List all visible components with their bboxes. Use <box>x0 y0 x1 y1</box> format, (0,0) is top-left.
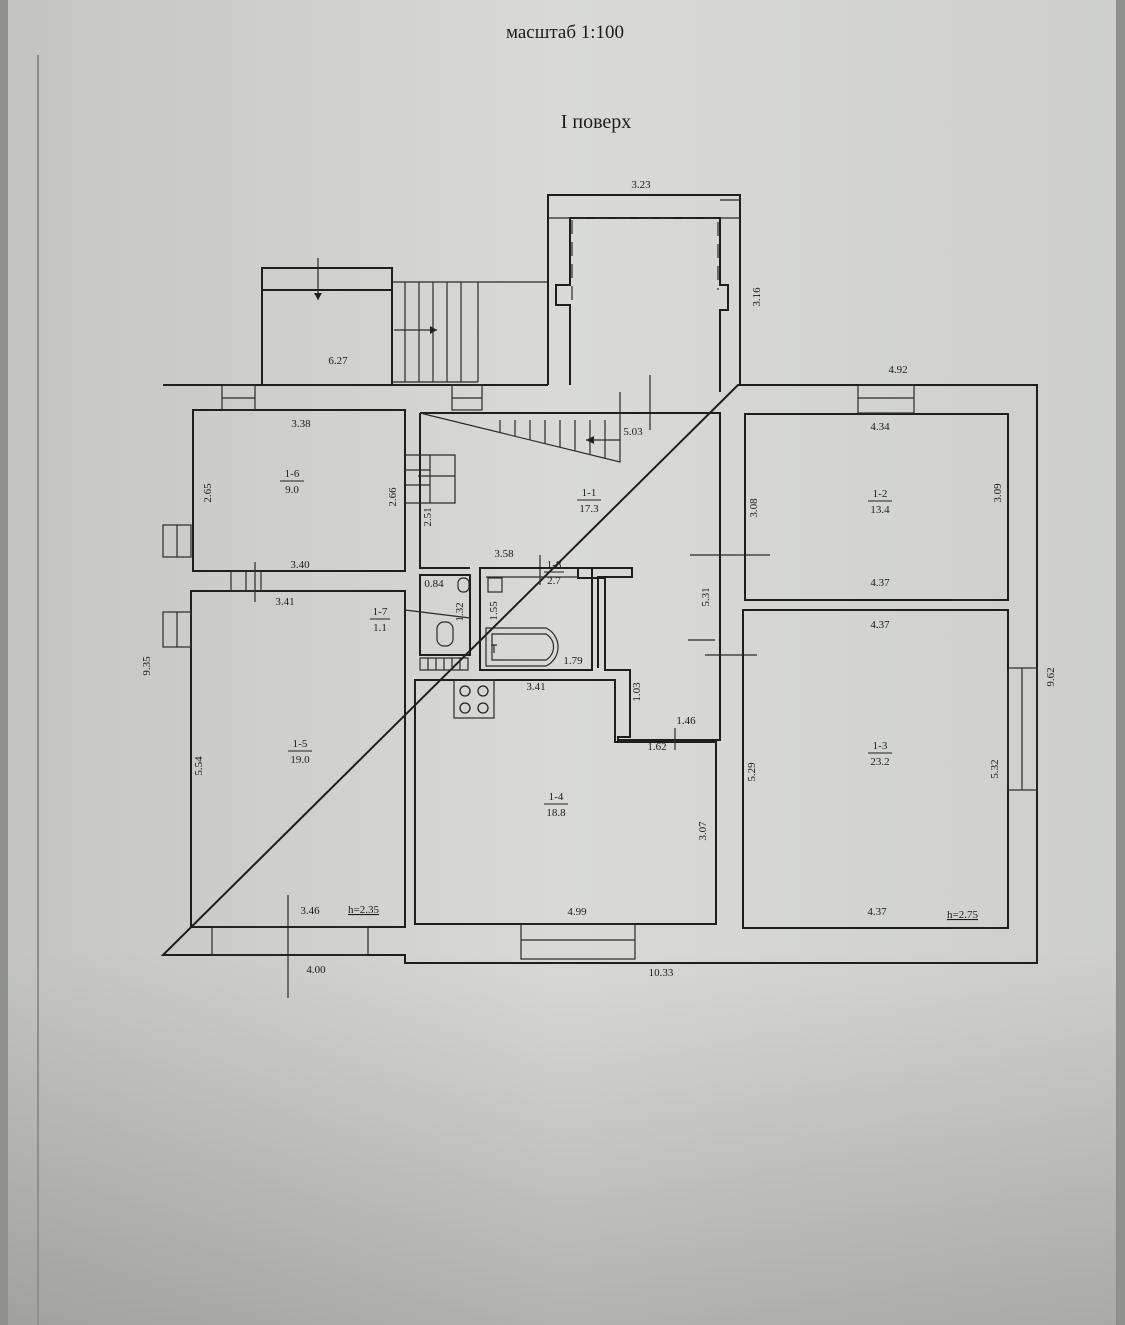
dim-bath-width: 1.79 <box>563 655 583 667</box>
room-1-2-number: 1-2 <box>873 488 888 500</box>
radiator-fins <box>427 658 461 670</box>
dim-r13-bottom: 4.37 <box>867 906 887 918</box>
height-labels: h=2.35 h=2.75 <box>348 904 978 921</box>
dim-top-annex: 3.23 <box>631 179 651 191</box>
paper-shadow <box>8 950 1118 1325</box>
dim-outer-bottom: 10.33 <box>649 967 674 979</box>
stair-arrow-icon <box>586 436 594 444</box>
room-1-5-number: 1-5 <box>293 738 308 750</box>
bathtub <box>485 627 559 667</box>
height-1-3: h=2.75 <box>947 909 978 921</box>
kitchen-wall <box>414 679 717 925</box>
dim-kitchen-right: 3.07 <box>697 821 709 841</box>
room-1-8-number: 1-8 <box>547 559 562 571</box>
bath-partition <box>404 555 578 619</box>
dim-niche-width: 1.46 <box>676 715 696 727</box>
room-1-4-number: 1-4 <box>549 791 564 803</box>
bath-tap <box>491 644 497 653</box>
dim-r16-bottom: 3.40 <box>290 559 310 571</box>
dim-r12-top: 4.34 <box>870 421 890 433</box>
dim-r16-top: 3.38 <box>291 418 311 430</box>
dim-wc-width: 0.84 <box>424 578 444 590</box>
dim-r12-left: 3.08 <box>748 498 760 518</box>
dim-r13-left: 5.29 <box>746 762 758 782</box>
dim-outer-bottom-left: 4.00 <box>306 964 326 976</box>
scale-label: масштаб 1:100 <box>506 22 624 43</box>
annex-ticks <box>548 199 740 219</box>
dim-r16-right: 2.66 <box>387 487 399 507</box>
window-details <box>176 397 1023 941</box>
dim-outer-left: 9.35 <box>141 656 153 676</box>
hall-door-mark <box>649 375 770 656</box>
stove-burners <box>459 685 489 714</box>
room-1-5-area: 19.0 <box>290 754 310 766</box>
dim-r15-bottom: 3.46 <box>300 905 320 917</box>
dim-hall-right: 5.31 <box>700 587 712 606</box>
hall-wall <box>419 412 721 741</box>
wc-bowl <box>436 621 454 647</box>
dim-bath-height: 1.55 <box>488 601 500 621</box>
wc-wall <box>419 574 471 656</box>
vertical-dimension-labels: 3.16 2.65 2.66 2.51 9.35 5.54 1.32 1.55 … <box>141 287 1057 841</box>
floor-label: I поверх <box>561 111 632 133</box>
room-1-3-area: 23.2 <box>870 756 889 768</box>
room-1-3-number: 1-3 <box>873 740 888 752</box>
dim-right-wing-top: 4.92 <box>888 364 907 376</box>
room-1-7-number: 1-7 <box>373 606 388 618</box>
room-1-2-wall <box>744 413 1009 601</box>
entrance-arrow-icon <box>430 326 437 334</box>
dim-r16-left: 2.65 <box>202 483 214 503</box>
dim-r12-bottom: 4.37 <box>870 577 890 589</box>
washbasin <box>457 577 470 593</box>
dim-niche-height: 1.03 <box>631 682 643 702</box>
room-1-6-area: 9.0 <box>285 484 299 496</box>
room-1-6-number: 1-6 <box>285 468 300 480</box>
hall-stairs <box>419 392 621 463</box>
sink-box <box>487 577 503 593</box>
porch-wall <box>261 267 393 385</box>
small-stairs <box>405 454 456 504</box>
bath-wall <box>479 567 593 671</box>
dim-hall-left: 2.51 <box>422 507 434 526</box>
room-labels: 1-1 17.3 1-2 13.4 1-3 23.2 1-4 18.8 1-5 … <box>280 468 892 819</box>
dim-kitchen-top: 3.41 <box>526 681 545 693</box>
dim-r12-right: 3.09 <box>992 483 1004 503</box>
dim-r15-left: 5.54 <box>193 756 205 776</box>
room-1-7-area: 1.1 <box>373 622 387 634</box>
porch-arrowhead-icon <box>314 293 322 300</box>
dim-r13-top: 4.37 <box>870 619 890 631</box>
dimension-labels: 3.23 6.27 5.03 4.92 3.38 3.40 3.41 3.46 … <box>275 179 907 979</box>
room-1-2-area: 13.4 <box>870 504 890 516</box>
dim-r13-right: 5.32 <box>989 759 1001 778</box>
dim-outer-right: 9.62 <box>1045 667 1057 686</box>
dim-stair: 5.03 <box>623 426 643 438</box>
room-1-6-wall <box>192 409 406 572</box>
dim-kitchen-bottom: 4.99 <box>567 906 587 918</box>
room-1-1-area: 17.3 <box>579 503 599 515</box>
room-1-4-area: 18.8 <box>546 807 566 819</box>
dim-porch: 6.27 <box>328 355 348 367</box>
annex-dashed <box>571 217 720 300</box>
room-1-1-number: 1-1 <box>582 487 597 499</box>
dim-bath-top: 3.58 <box>494 548 514 560</box>
room-1-8-area: 2.7 <box>547 575 561 587</box>
stove <box>453 679 495 719</box>
dim-kitchen-step: 1.62 <box>647 741 666 753</box>
dim-wc-height: 1.32 <box>454 602 466 621</box>
height-1-5: h=2.35 <box>348 904 379 916</box>
dim-r15-top: 3.41 <box>275 596 294 608</box>
dim-annex-side: 3.16 <box>751 287 763 307</box>
